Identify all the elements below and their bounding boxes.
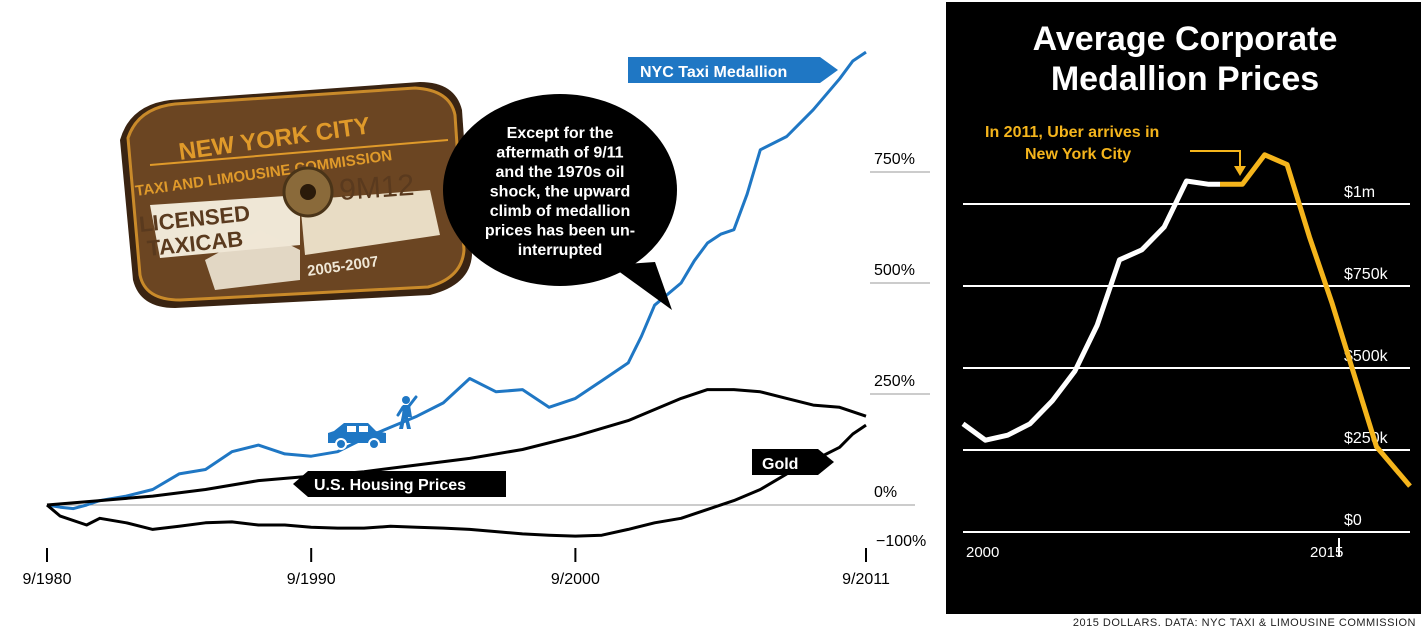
legend-label-nyc-taxi-medallion: NYC Taxi Medallion (628, 57, 838, 83)
y-tick-label: 0% (874, 484, 897, 501)
right-chart-title-line2: Medallion Prices (1051, 60, 1319, 98)
series-line-post-uber (1220, 152, 1412, 488)
left-gridlines (47, 171, 930, 506)
taxi-medallion-badge-image: NEW YORK CITY TAXI AND LIMOUSINE COMMISS… (120, 82, 472, 308)
uber-annotation: In 2011, Uber arrives in New York City (985, 124, 1246, 176)
svg-text:New York City: New York City (1025, 146, 1131, 163)
svg-text:U.S. Housing Prices: U.S. Housing Prices (314, 477, 466, 494)
series-line-pre-uber (961, 178, 1220, 443)
left-y-axis: 750% 500% 250% 0% −100% (874, 151, 926, 550)
callout-line: prices has been un- (485, 223, 635, 240)
right-chart-title-line1: Average Corporate (1033, 20, 1338, 58)
y-tick-label: $0 (1344, 512, 1362, 529)
x-tick-label: 9/1990 (287, 571, 336, 588)
callout-line: aftermath of 9/11 (496, 145, 623, 162)
taxi-car-icon (328, 423, 386, 450)
uber-annotation-arrow (1190, 150, 1241, 170)
hailing-person-icon (396, 395, 418, 429)
series-line-nyc-taxi-medallion (46, 50, 867, 511)
callout-line: and the 1970s oil (496, 164, 625, 181)
legend-label-us-housing-prices: U.S. Housing Prices (293, 471, 506, 497)
series-line-us-housing-prices (46, 388, 867, 507)
series-line-gold (46, 423, 867, 538)
right-chart-background (946, 2, 1421, 614)
callout-line: climb of medallion (490, 203, 630, 220)
x-tick-label: 2000 (966, 544, 999, 561)
callout-line: Except for the (507, 125, 614, 142)
right-x-axis: 2000 2015 (966, 538, 1343, 561)
right-chart: Average Corporate Medallion Prices $1m $7… (946, 2, 1421, 614)
y-tick-label: $250k (1344, 430, 1389, 447)
svg-text:In 2011, Uber arrives in: In 2011, Uber arrives in (985, 124, 1159, 141)
y-tick-label: $1m (1344, 184, 1375, 201)
y-tick-label: 750% (874, 151, 915, 168)
left-x-axis: 9/1980 9/1990 9/2000 9/2011 (23, 548, 890, 588)
callout-line: interrupted (518, 242, 602, 259)
x-tick-label: 9/2000 (551, 571, 600, 588)
callout-line: shock, the upward (490, 184, 630, 201)
source-note: 2015 DOLLARS. DATA: NYC TAXI & LIMOUSINE… (1073, 617, 1416, 629)
svg-text:9M12: 9M12 (338, 169, 415, 207)
y-tick-label: 250% (874, 373, 915, 390)
svg-text:Gold: Gold (762, 456, 798, 473)
y-tick-label: $750k (1344, 266, 1389, 283)
right-gridlines (963, 203, 1410, 533)
legend-label-gold: Gold (752, 449, 834, 475)
y-tick-label: $500k (1344, 348, 1389, 365)
callout-text: Except for the aftermath of 9/11 and the 1… (485, 125, 635, 259)
callout-bubble: Except for the aftermath of 9/11 and the 1… (443, 94, 677, 310)
svg-text:NYC Taxi Medallion: NYC Taxi Medallion (640, 64, 787, 81)
y-tick-label: 500% (874, 262, 915, 279)
x-tick-label: 2015 (1310, 544, 1343, 561)
x-tick-label: 9/1980 (23, 571, 72, 588)
x-tick-label: 9/2011 (842, 571, 890, 588)
y-tick-label: −100% (876, 533, 926, 550)
